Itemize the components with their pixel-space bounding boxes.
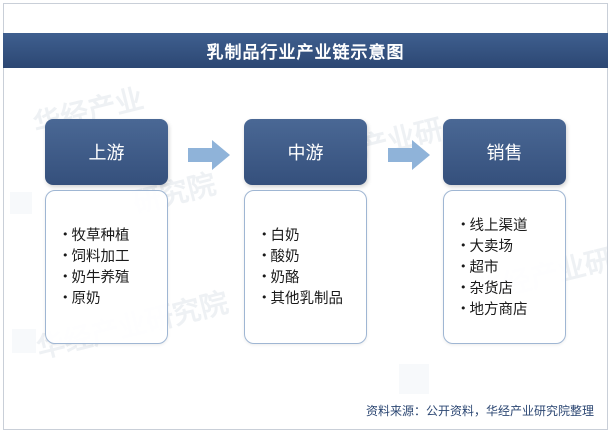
list-item: 地方商店 [460,299,528,320]
list-item: 饲料加工 [62,246,130,267]
list-item: 奶牛养殖 [62,267,130,288]
arrow-right-icon [388,140,430,170]
stage-label: 上游 [88,143,125,164]
stage-label: 销售 [486,143,523,164]
stage-body-upstream: 牧草种植 饲料加工 奶牛养殖 原奶 [45,190,168,344]
arrow-shape [388,140,430,170]
arrow-right-icon [188,140,230,170]
list-item: 白奶 [261,225,343,246]
list-item: 线上渠道 [460,215,528,236]
stage-label: 中游 [287,143,324,164]
stage-item-list: 牧草种植 饲料加工 奶牛养殖 原奶 [62,225,130,309]
arrow-shape [188,140,230,170]
watermark-mark [399,364,429,394]
list-item: 大卖场 [460,236,528,257]
list-item: 牧草种植 [62,225,130,246]
stage-body-midstream: 白奶 酸奶 奶酪 其他乳制品 [244,190,367,344]
stage-body-sales: 线上渠道 大卖场 超市 杂货店 地方商店 [443,190,566,344]
stage-header-sales: 销售 [443,119,566,185]
stage-header-upstream: 上游 [45,119,168,185]
list-item: 酸奶 [261,246,343,267]
title-bar: 乳制品行业产业链示意图 [3,33,608,68]
stage-item-list: 白奶 酸奶 奶酪 其他乳制品 [261,225,344,309]
watermark-mark [12,329,36,353]
list-item: 原奶 [62,288,130,309]
list-item: 其他乳制品 [261,288,344,309]
source-note: 资料来源：公开资料，华经产业研究院整理 [3,398,608,422]
stage-header-midstream: 中游 [244,119,367,185]
list-item: 杂货店 [460,278,528,299]
stage-item-list: 线上渠道 大卖场 超市 杂货店 地方商店 [460,215,528,320]
list-item: 超市 [460,257,528,278]
source-text: 资料来源：公开资料，华经产业研究院整理 [365,403,594,418]
diagram-title: 乳制品行业产业链示意图 [206,43,405,63]
watermark-mark [10,192,32,214]
list-item: 奶酪 [261,267,343,288]
